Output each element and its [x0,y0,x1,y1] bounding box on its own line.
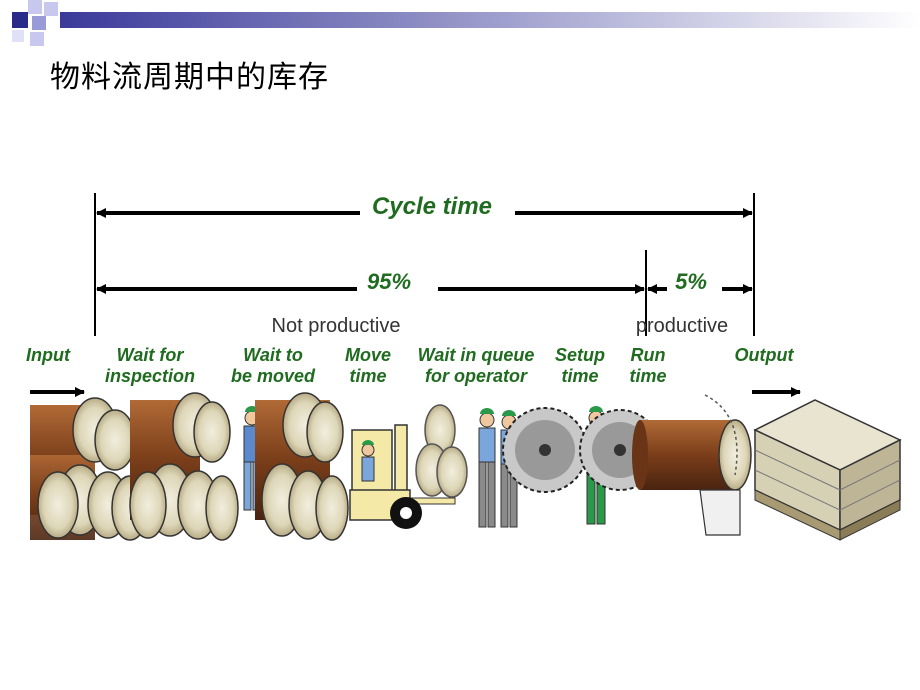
log-cutting-illustration [632,394,752,536]
title-bar-gradient [60,12,920,28]
deco-square [32,16,46,30]
productive-label: productive [636,315,728,337]
stage-label: Input [26,345,71,365]
stage-label: Wait for [117,345,185,365]
stage-label: for operator [425,366,528,386]
stage-label: be moved [231,366,316,386]
productive-percent: 5% [675,269,707,294]
stage-label: Output [735,345,795,365]
saw-blade-illustration [502,407,588,493]
not-productive-label: Not productive [272,315,401,337]
corner-decoration [12,0,920,46]
cycle-time-label: Cycle time [372,193,492,220]
deco-square [28,0,42,14]
lumber-stack-illustration [753,399,902,541]
log-rolls-illustration [415,404,468,498]
log-pile-illustration [255,392,349,541]
stage-labels: Input Wait for inspection Wait to be mov… [26,345,794,386]
stage-label: Run [631,345,666,365]
forklift-illustration [349,424,456,529]
stage-label: time [561,366,598,386]
slide-title: 物料流周期中的库存 [50,60,329,95]
log-pile-illustration [30,397,149,541]
stage-label: Wait to [243,345,303,365]
stage-label: inspection [105,366,195,386]
deco-square [44,2,58,16]
deco-square [12,12,28,28]
stage-label: Wait in queue [418,345,535,365]
stage-label: time [629,366,666,386]
stage-label: time [349,366,386,386]
stage-label: Move [345,345,391,365]
deco-square [30,32,44,46]
stage-label: Setup [555,345,605,365]
non-productive-percent: 95% [367,269,411,294]
deco-square [12,30,24,42]
log-pile-illustration [129,392,239,541]
